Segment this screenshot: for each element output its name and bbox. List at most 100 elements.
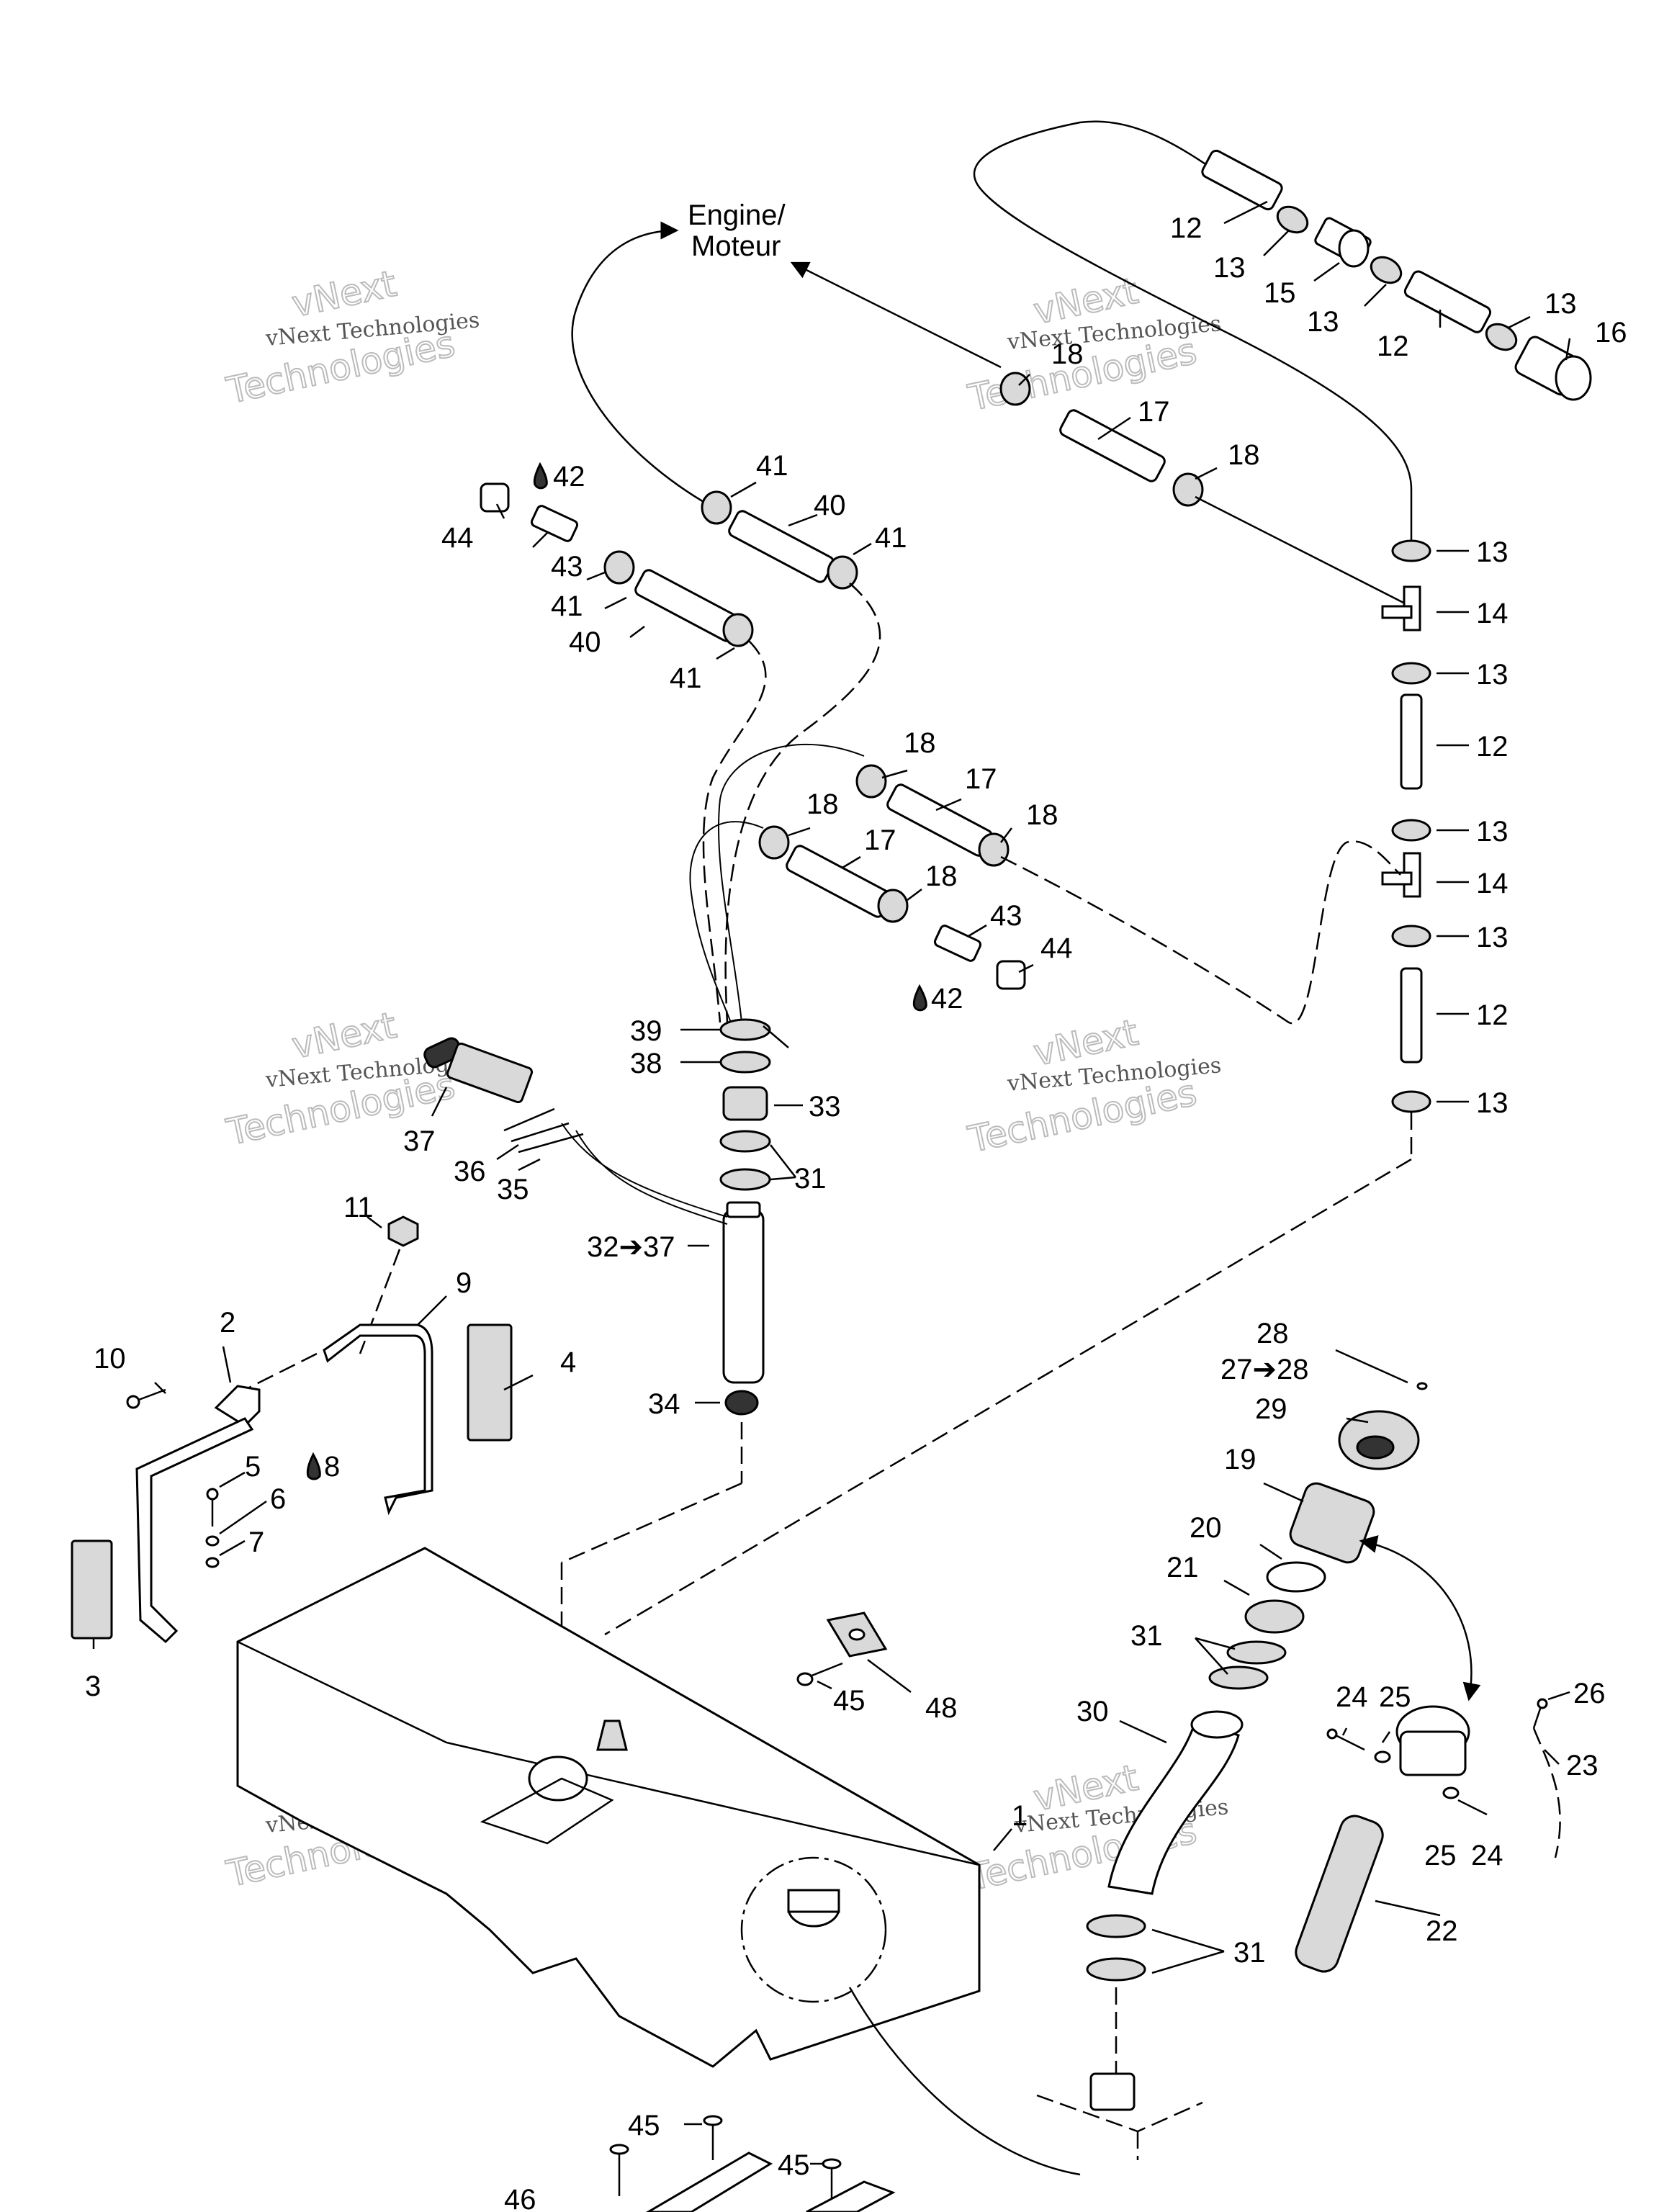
label-39: 39 [630, 1015, 662, 1047]
dash-9 [244, 1352, 318, 1391]
label-25a: 25 [1379, 1681, 1411, 1713]
part-labels: 12 13 15 13 12 13 16 18 17 18 13 14 13 1… [85, 212, 1627, 2212]
label-31b: 31 [1130, 1620, 1163, 1652]
label-4: 4 [560, 1346, 576, 1378]
plate-48 [826, 1611, 888, 1658]
engine-label-line2: Moteur [691, 230, 781, 262]
label-27-28: 27➔28 [1220, 1354, 1309, 1385]
label-19: 19 [1224, 1444, 1256, 1475]
hose-route-dash-b [702, 640, 767, 1023]
tee-14a [1381, 585, 1421, 631]
label-5: 5 [245, 1451, 261, 1483]
watermark-top-left: vNext vNext Technologies Technologies [222, 262, 480, 413]
screw-28 [1416, 1382, 1428, 1390]
cap-29 [1338, 1410, 1420, 1470]
screw-45d [609, 2144, 629, 2196]
label-41a: 41 [756, 450, 788, 482]
label-23: 23 [1566, 1750, 1599, 1781]
label-36: 36 [454, 1156, 486, 1187]
label-30: 30 [1076, 1696, 1109, 1727]
label-18e: 18 [806, 788, 839, 820]
label-22: 22 [1426, 1915, 1458, 1947]
screw-10 [126, 1388, 166, 1409]
return-dash-loop [1000, 840, 1401, 1025]
screw-5 [206, 1488, 219, 1527]
washer-25b [1442, 1786, 1460, 1799]
label-13d: 13 [1476, 536, 1509, 568]
label-18f: 18 [925, 860, 958, 892]
label-26: 26 [1573, 1678, 1606, 1709]
fitting-43a [530, 505, 579, 542]
tank-detail-dash [1036, 2094, 1203, 2160]
label-41c: 41 [551, 590, 583, 622]
label-18d: 18 [1026, 799, 1058, 831]
label-45a: 45 [833, 1685, 866, 1717]
fitting-nut-44b [996, 960, 1026, 990]
label-10: 10 [94, 1343, 126, 1375]
watermark-mid-left: vNext vNext Technologies Technologies [222, 1004, 480, 1154]
clamp-39 [719, 1018, 789, 1048]
label-12c: 12 [1476, 731, 1509, 763]
label-18a: 18 [1051, 338, 1084, 370]
fitting-43b [933, 925, 982, 962]
label-42a: 42 [553, 461, 585, 493]
label-7: 7 [248, 1527, 264, 1558]
label-16: 16 [1595, 317, 1627, 349]
fitting-nut-44a [480, 482, 510, 513]
chain-23 [1532, 1727, 1561, 1858]
label-17a: 17 [1138, 396, 1170, 428]
lubricant-drop-42b-icon [912, 984, 927, 1012]
label-17b: 17 [965, 763, 997, 795]
label-15: 15 [1264, 277, 1296, 309]
engine-label-line1: Engine/ [688, 199, 786, 231]
clamp-18f [877, 889, 909, 923]
pump-hose-d [689, 821, 764, 1023]
label-12b: 12 [1377, 331, 1409, 362]
fuel-pump-32-37 [722, 1201, 765, 1384]
tee-14b [1381, 852, 1421, 898]
label-14a: 14 [1476, 598, 1509, 629]
hose-route-dash-a [724, 583, 881, 1023]
engine-return-arrow [571, 221, 721, 513]
label-41b: 41 [875, 522, 907, 554]
label-43b: 43 [990, 900, 1022, 932]
label-33: 33 [809, 1091, 841, 1123]
tank-neck-detail [1089, 2072, 1136, 2111]
label-12d: 12 [1476, 999, 1509, 1031]
mount-rail-46 [646, 2152, 896, 2212]
clamp-41a [701, 490, 732, 525]
feed-line-to-tee [1195, 495, 1408, 606]
pump-wire-35 [561, 1123, 728, 1218]
label-2: 2 [220, 1307, 235, 1339]
filler-hose-30 [1107, 1710, 1244, 1895]
label-12a: 12 [1170, 212, 1202, 244]
screw-24b [1457, 1799, 1488, 1816]
label-43a: 43 [551, 551, 583, 583]
label-13g: 13 [1476, 922, 1509, 953]
label-1: 1 [1012, 1800, 1028, 1832]
clamp-13h [1391, 1090, 1431, 1113]
clamp-31a [719, 1130, 771, 1153]
label-13h: 13 [1476, 1087, 1509, 1119]
label-44b: 44 [1040, 932, 1073, 964]
label-20: 20 [1190, 1512, 1222, 1544]
label-24a: 24 [1336, 1681, 1368, 1713]
clamp-18b [1172, 472, 1204, 507]
label-17c: 17 [864, 824, 896, 856]
fuel-tank-1 [236, 1547, 981, 2068]
vent-hose-12c [1400, 693, 1423, 790]
filler-neck-19 [1289, 1482, 1375, 1564]
strap-9 [323, 1323, 433, 1516]
leader-lines [92, 200, 1571, 2165]
nut-11 [387, 1215, 419, 1247]
pump-hose-c [718, 743, 865, 1023]
clamp-31d [1086, 1914, 1146, 1982]
clamp-31b [719, 1168, 771, 1191]
label-46: 46 [504, 2184, 536, 2212]
label-13f: 13 [1476, 816, 1509, 848]
washer-25a [1374, 1750, 1391, 1763]
screw-26 [1532, 1698, 1548, 1729]
gasket-20 [1266, 1561, 1326, 1593]
nut-21 [1244, 1599, 1305, 1634]
